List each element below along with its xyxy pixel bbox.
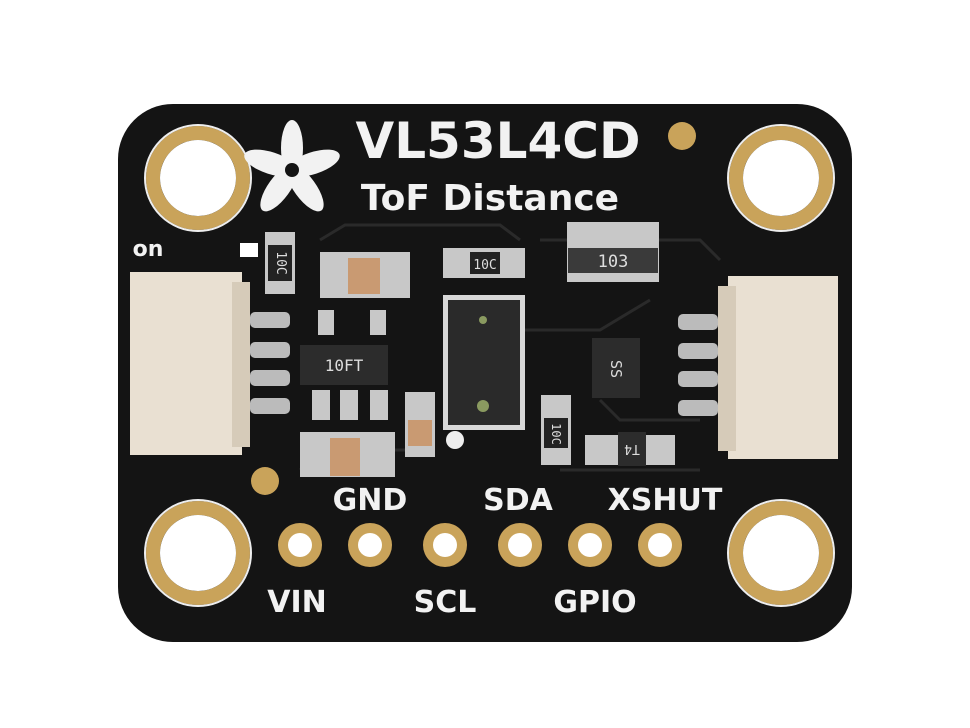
mounting-holes xyxy=(144,124,835,607)
pin-label-gpio: GPIO xyxy=(553,585,636,620)
pin-label-sda: SDA xyxy=(483,483,554,518)
stemma-connector-left xyxy=(130,272,290,455)
regulator-label: 10FT xyxy=(325,356,364,375)
adafruit-flower-logo xyxy=(244,120,340,212)
components: 10C 10C 103 10FT 10C SS T4 xyxy=(265,222,675,477)
power-led xyxy=(240,243,258,257)
svg-text:10C: 10C xyxy=(549,423,563,445)
pin-label-scl: SCL xyxy=(414,585,477,620)
svg-text:10C: 10C xyxy=(473,258,496,273)
board-subtitle: ToF Distance xyxy=(361,178,619,219)
pin-label-gnd: GND xyxy=(333,483,408,518)
pin-label-xshut: XSHUT xyxy=(608,483,723,518)
led-label: on xyxy=(133,237,164,262)
fiducial-pad xyxy=(668,122,696,150)
pin-label-vin: VIN xyxy=(267,585,327,620)
resistor-network-label: 103 xyxy=(598,252,629,272)
board-title: VL53L4CD xyxy=(356,112,641,170)
svg-text:T4: T4 xyxy=(624,441,640,456)
fiducial-pad xyxy=(251,467,279,495)
ic-label: SS xyxy=(607,360,625,378)
svg-text:10C: 10C xyxy=(273,251,288,274)
header-pins xyxy=(278,523,682,567)
stemma-connector-right xyxy=(678,276,838,459)
